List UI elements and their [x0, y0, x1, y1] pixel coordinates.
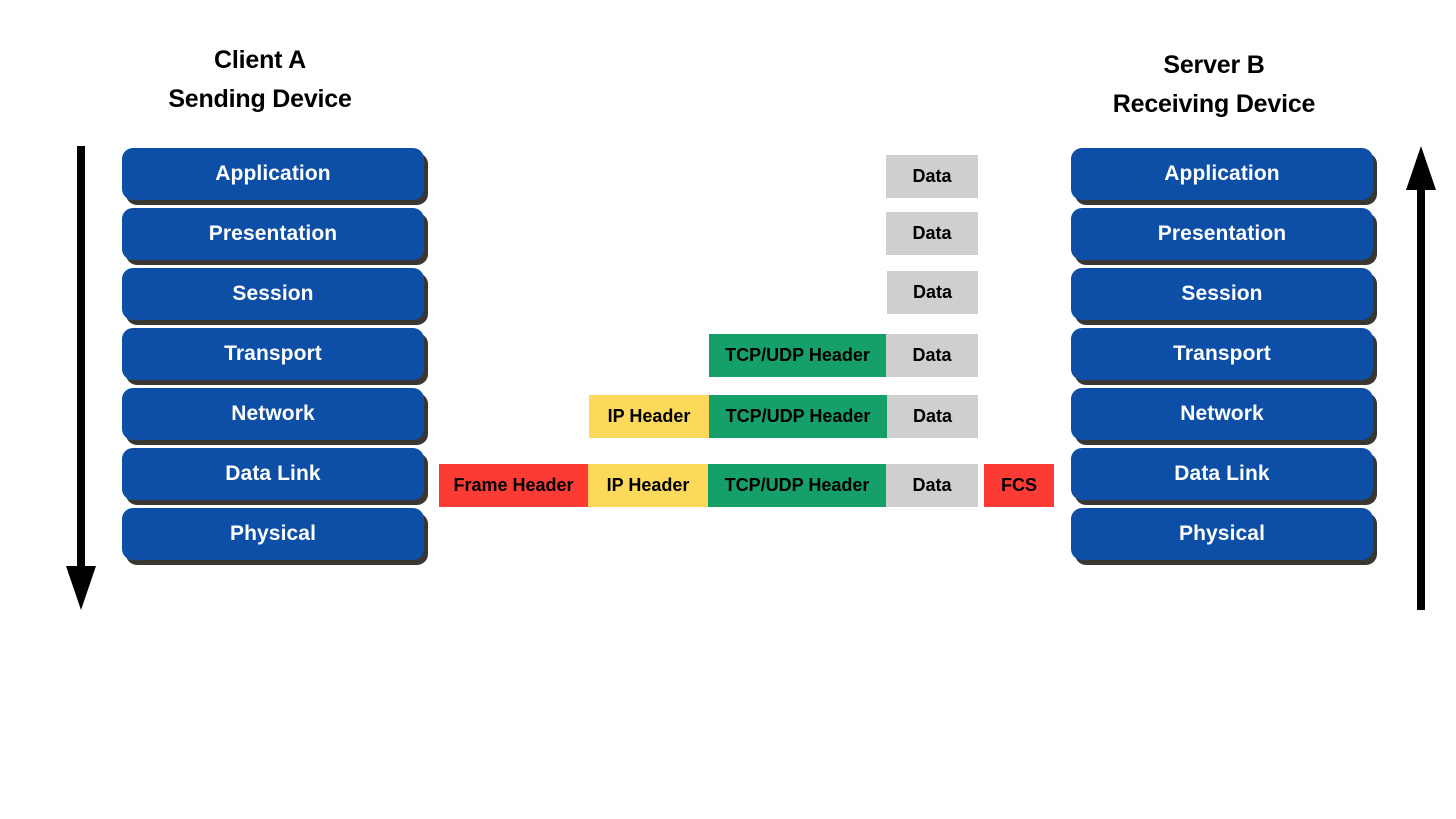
osi-stack-server-b: Application Presentation Session Transpo…: [1071, 148, 1373, 568]
segment-data[interactable]: Data: [886, 334, 978, 377]
layer-label: Data Link: [225, 462, 321, 485]
layer-box-session[interactable]: Session: [1071, 268, 1373, 320]
layer-label: Presentation: [208, 222, 338, 245]
layer-label: Application: [1164, 162, 1280, 185]
segment-tcp-udp-header[interactable]: TCP/UDP Header: [709, 395, 887, 438]
layer-label: Presentation: [1157, 222, 1287, 245]
segment-tcp-udp-header[interactable]: TCP/UDP Header: [708, 464, 886, 507]
segment-ip-header[interactable]: IP Header: [588, 464, 708, 507]
pdu-row-session: Data: [887, 271, 978, 314]
layer-label: Application: [215, 162, 331, 185]
segment-data[interactable]: Data: [886, 155, 978, 198]
left-device-role: Sending Device: [168, 84, 352, 113]
segment-data[interactable]: Data: [886, 464, 978, 507]
layer-label: Network: [231, 402, 315, 425]
pdu-row-presentation: Data: [886, 212, 978, 255]
layer-box-presentation[interactable]: Presentation: [122, 208, 424, 260]
layer-label: Physical: [1178, 522, 1266, 545]
down-arrow-icon: [64, 146, 98, 610]
osi-stack-client-a: Application Presentation Session Transpo…: [122, 148, 424, 568]
layer-box-presentation[interactable]: Presentation: [1071, 208, 1373, 260]
right-device-name: Server B: [1163, 51, 1265, 79]
segment-data[interactable]: Data: [887, 271, 978, 314]
layer-label: Physical: [229, 522, 317, 545]
layer-box-session[interactable]: Session: [122, 268, 424, 320]
layer-label: Data Link: [1174, 462, 1270, 485]
layer-box-transport[interactable]: Transport: [122, 328, 424, 380]
right-device-role: Receiving Device: [1112, 89, 1316, 118]
segment-fcs[interactable]: FCS: [984, 464, 1054, 507]
layer-label: Session: [1181, 282, 1263, 305]
pdu-row-application: Data: [886, 155, 978, 198]
right-device-title: Server B Receiving Device: [1064, 46, 1364, 124]
layer-box-application[interactable]: Application: [1071, 148, 1373, 200]
layer-label: Network: [1180, 402, 1264, 425]
segment-data[interactable]: Data: [886, 212, 978, 255]
up-arrow-icon: [1404, 146, 1438, 610]
layer-box-transport[interactable]: Transport: [1071, 328, 1373, 380]
layer-label: Transport: [1173, 342, 1271, 365]
layer-box-network[interactable]: Network: [1071, 388, 1373, 440]
left-device-name: Client A: [214, 46, 306, 74]
layer-box-datalink[interactable]: Data Link: [1071, 448, 1373, 500]
layer-box-physical[interactable]: Physical: [1071, 508, 1373, 560]
layer-label: Transport: [224, 342, 322, 365]
segment-tcp-udp-header[interactable]: TCP/UDP Header: [709, 334, 886, 377]
segment-frame-header[interactable]: Frame Header: [439, 464, 588, 507]
layer-box-application[interactable]: Application: [122, 148, 424, 200]
segment-ip-header[interactable]: IP Header: [589, 395, 709, 438]
layer-label: Session: [232, 282, 314, 305]
layer-box-datalink[interactable]: Data Link: [122, 448, 424, 500]
left-device-title: Client A Sending Device: [112, 41, 408, 119]
layer-box-physical[interactable]: Physical: [122, 508, 424, 560]
segment-data[interactable]: Data: [887, 395, 978, 438]
layer-box-network[interactable]: Network: [122, 388, 424, 440]
